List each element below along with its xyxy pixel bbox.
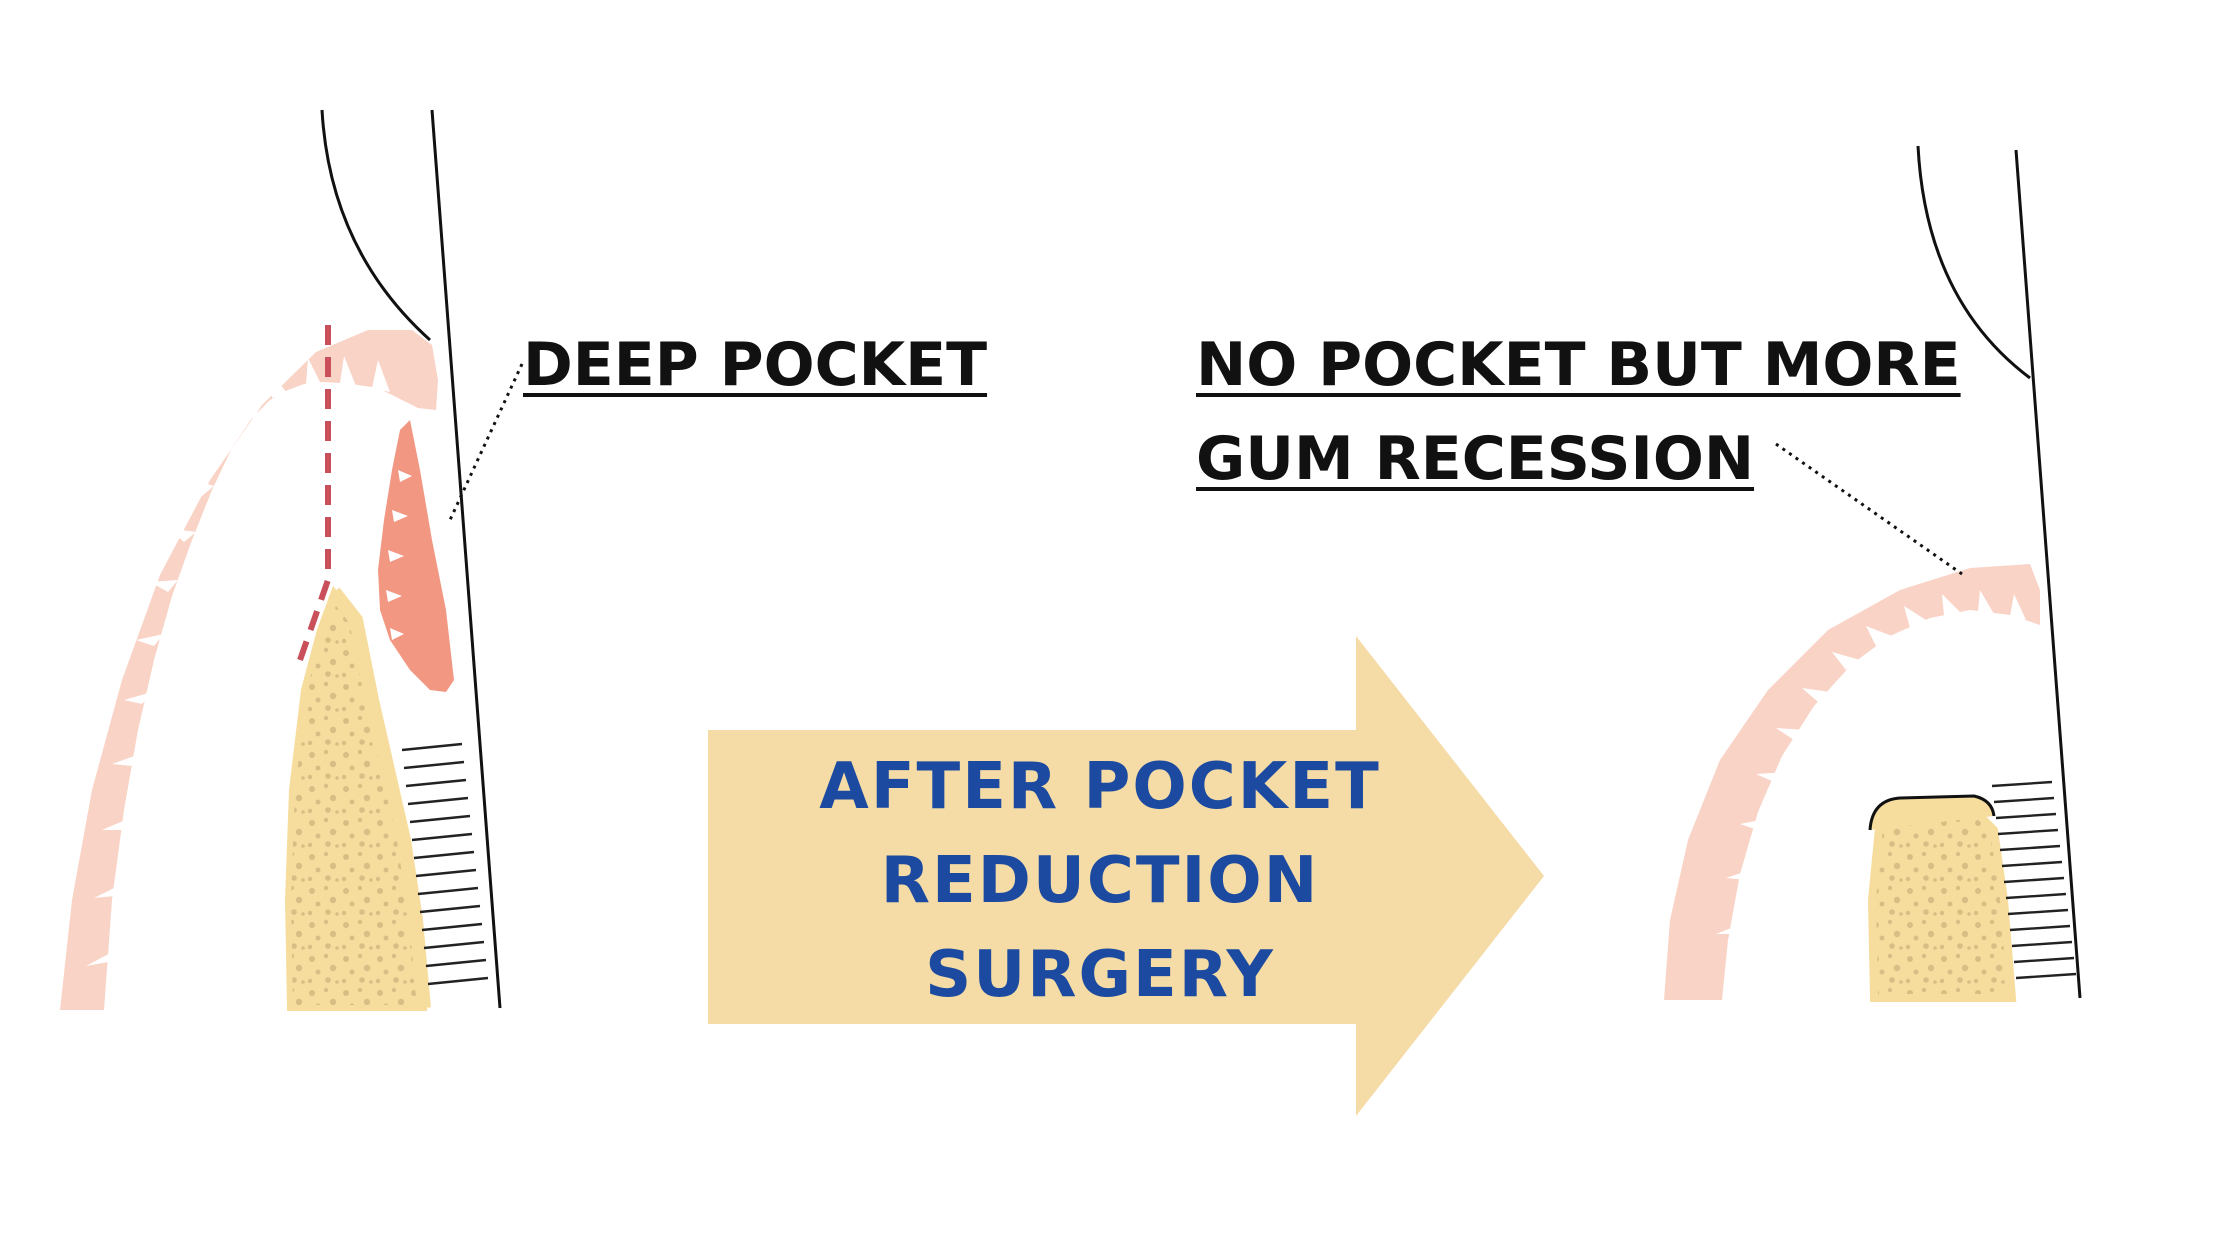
after-enamel-curve <box>1916 145 2031 380</box>
no-pocket-label-line1: NO POCKET BUT MORE <box>1196 330 1961 400</box>
before-ligament-fibers <box>401 742 489 986</box>
before-gum-tissue <box>60 330 438 1010</box>
after-tooth-illustration <box>1664 145 2082 1002</box>
before-tooth-illustration <box>60 109 524 1011</box>
arrow-label: AFTER POCKET REDUCTION SURGERY <box>760 740 1440 1022</box>
arrow-label-line2: REDUCTION <box>880 844 1320 918</box>
procedure-arrow <box>708 636 1544 1116</box>
no-pocket-label-line2: GUM RECESSION <box>1196 424 1755 494</box>
after-bone <box>1867 809 2017 1002</box>
deep-pocket-label-text: DEEP POCKET <box>523 330 988 400</box>
after-bone-cap <box>1868 794 1996 831</box>
arrow-label-line1: AFTER POCKET <box>819 750 1381 824</box>
after-gum-tissue <box>1664 564 2040 1000</box>
no-pocket-label: NO POCKET BUT MORE GUM RECESSION <box>1196 318 1961 506</box>
deep-pocket-label: DEEP POCKET <box>523 318 987 412</box>
before-bone-edge <box>328 587 431 1009</box>
before-callout-leader <box>448 363 524 521</box>
before-enamel-curve <box>320 109 432 342</box>
before-pocket-serrations <box>386 470 412 640</box>
after-callout-leader <box>1775 442 1963 576</box>
before-pocket-tissue <box>378 420 454 692</box>
before-gum-serrations <box>86 356 390 966</box>
after-ligament-fibers <box>1991 780 2077 980</box>
after-tooth-root-line <box>2014 149 2082 999</box>
after-gum-serrations <box>1716 590 2026 934</box>
arrow-label-line3: SURGERY <box>925 938 1275 1012</box>
before-tooth-root-line <box>430 109 502 1009</box>
